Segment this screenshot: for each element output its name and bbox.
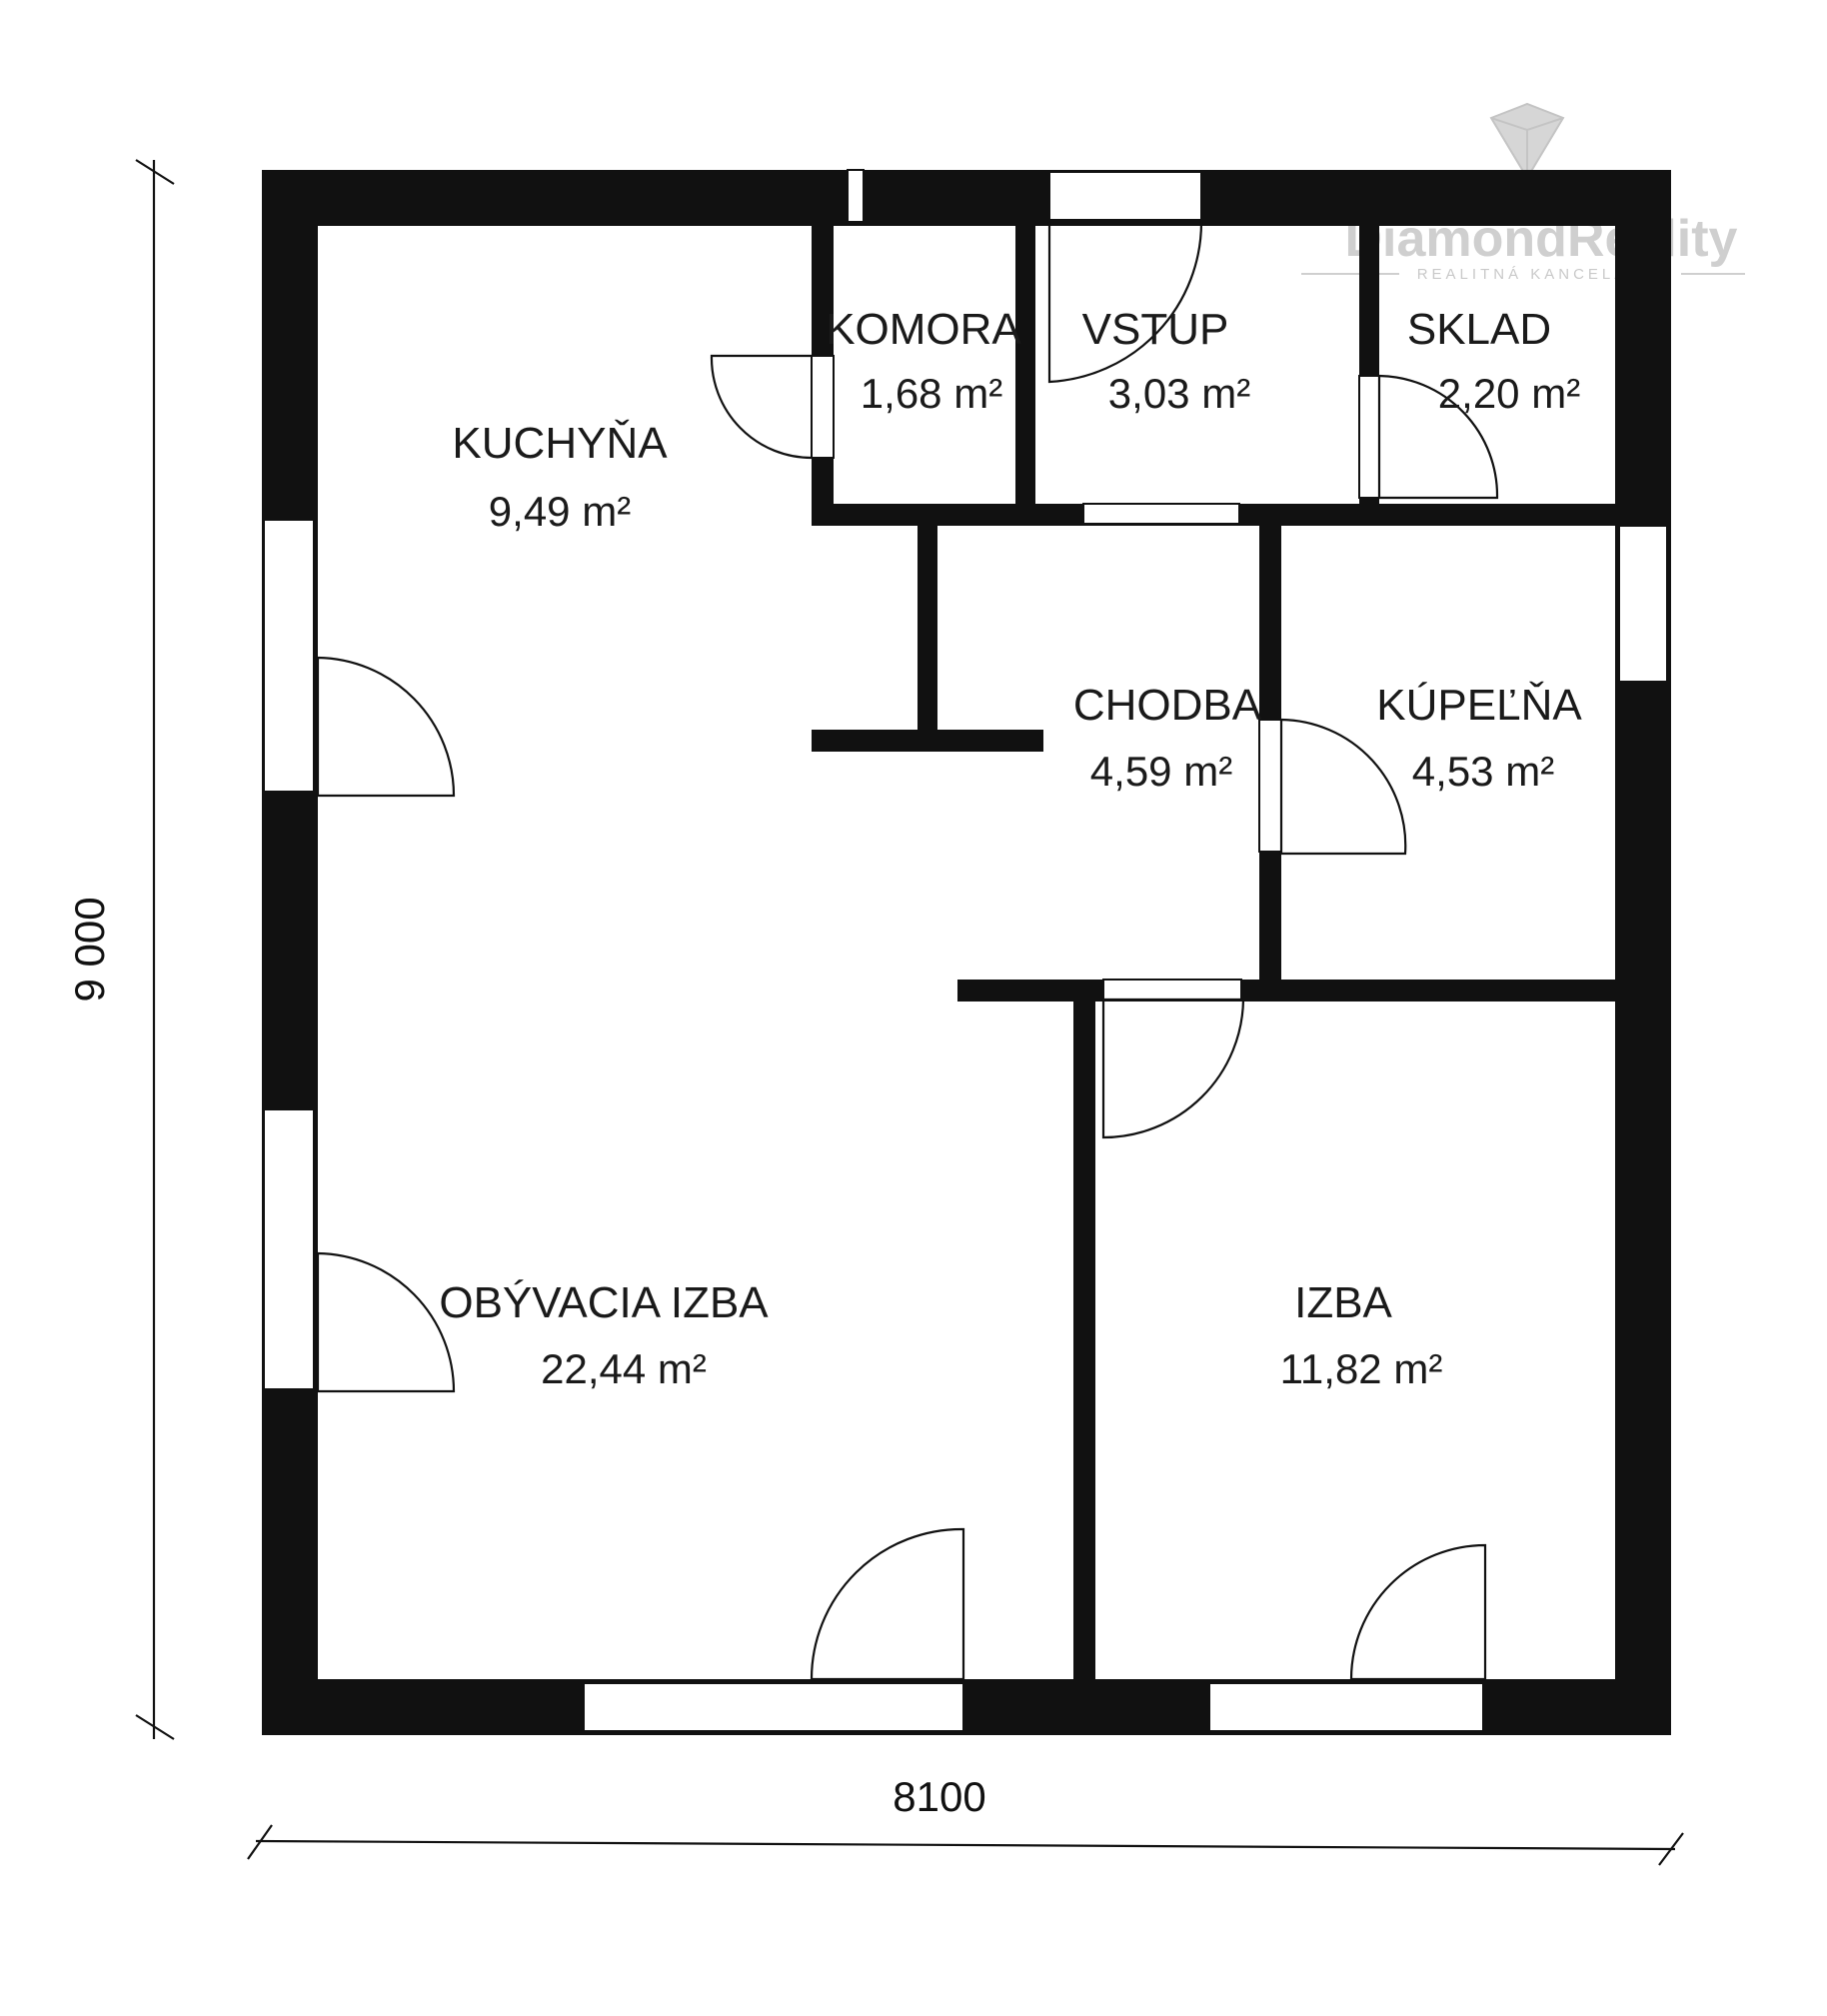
room-labels: KUCHYŇA 9,49 m² KOMORA 1,68 m² VSTUP 3,0…	[439, 305, 1582, 1392]
door-bedroom-bottom	[1349, 1543, 1487, 1681]
window-left-living	[263, 1108, 315, 1390]
door-frame-komora	[811, 355, 835, 459]
room-area-kupelna: 4,53 m²	[1412, 748, 1554, 795]
room-area-sklad: 2,20 m²	[1438, 370, 1580, 417]
room-area-izba: 11,82 m²	[1280, 1345, 1443, 1392]
doors	[316, 221, 1499, 1681]
diamond-icon	[1489, 102, 1565, 180]
window-bottom-bedroom	[1208, 1682, 1484, 1732]
dimension-horizontal: 8100	[247, 1773, 1684, 1866]
door-izba	[1101, 998, 1245, 1139]
room-area-chodba: 4,59 m²	[1090, 748, 1232, 795]
door-frame-vstup	[1082, 503, 1240, 525]
room-name-sklad: SKLAD	[1407, 305, 1551, 354]
dimension-height: 9 000	[66, 897, 113, 1002]
room-name-kupelna: KÚPEĽŇA	[1376, 681, 1582, 730]
room-name-vstup: VSTUP	[1082, 305, 1229, 354]
room-area-kuchyna: 9,49 m²	[489, 488, 631, 535]
window-right-bath	[1618, 525, 1668, 683]
room-area-obyvacia: 22,44 m²	[541, 1345, 707, 1392]
room-name-kuchyna: KUCHYŇA	[452, 419, 668, 468]
door-sklad	[1377, 374, 1499, 500]
room-area-vstup: 3,03 m²	[1108, 370, 1250, 417]
logo-subtitle: REALITNÁ KANCELÁRIA	[1417, 266, 1666, 283]
room-area-komora: 1,68 m²	[861, 370, 1002, 417]
door-living-left	[316, 1251, 456, 1393]
windows	[263, 169, 1668, 1732]
door-living-bottom	[810, 1527, 965, 1681]
door-frame-sklad	[1358, 375, 1380, 499]
dimension-vertical: 9 000	[66, 159, 175, 1740]
door-kupelna	[1279, 718, 1407, 856]
room-name-komora: KOMORA	[826, 305, 1021, 354]
window-bottom-living	[583, 1682, 964, 1732]
dimension-width: 8100	[893, 1773, 985, 1820]
room-name-chodba: CHODBA	[1073, 681, 1262, 730]
door-kitchen-left	[316, 656, 456, 798]
room-name-izba: IZBA	[1294, 1278, 1392, 1327]
room-name-obyvacia: OBÝVACIA IZBA	[439, 1278, 769, 1327]
door-frame-kupelna	[1258, 719, 1282, 853]
door-entrance	[1047, 221, 1203, 384]
window-top-small	[847, 169, 865, 223]
door-komora	[710, 354, 813, 460]
window-left-kitchen	[263, 519, 315, 793]
interior-walls	[812, 226, 1615, 1681]
door-frame-izba	[1102, 979, 1242, 1001]
entrance-opening	[1048, 171, 1202, 221]
